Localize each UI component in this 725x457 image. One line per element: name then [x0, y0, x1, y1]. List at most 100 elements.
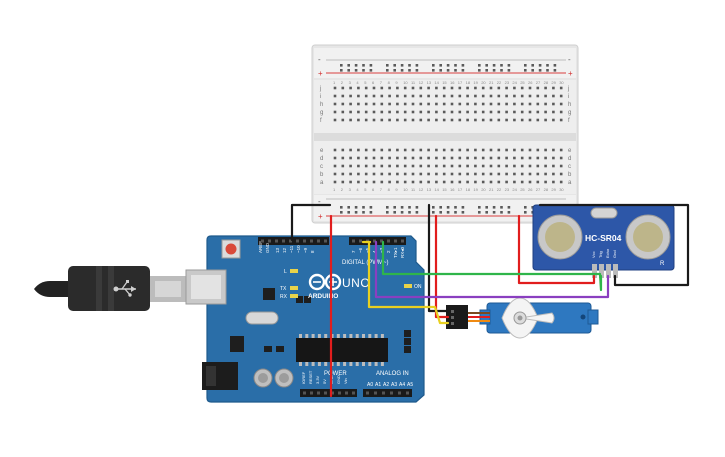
terminal-hole — [349, 86, 352, 90]
header-pin-socket[interactable] — [382, 391, 385, 395]
terminal-hole — [435, 164, 438, 168]
rail-hole — [386, 206, 389, 209]
pin-label-2: 2 — [386, 250, 391, 253]
rail-hole — [393, 64, 396, 67]
rail-hole — [439, 69, 442, 72]
terminal-hole — [497, 180, 501, 184]
header-pin-socket[interactable] — [268, 239, 271, 243]
wire-5v-to-sensor[interactable] — [517, 214, 596, 285]
terminal-hole — [520, 110, 524, 114]
usb-cable[interactable] — [34, 266, 186, 311]
header-analog[interactable] — [363, 389, 412, 397]
header-pin-socket[interactable] — [373, 239, 376, 243]
header-pin-socket[interactable] — [401, 239, 404, 243]
rail-hole — [446, 211, 450, 214]
wire-trig[interactable] — [381, 240, 603, 292]
wires[interactable] — [290, 203, 690, 398]
terminal-hole — [419, 94, 423, 98]
hc-sr04-ultrasonic-sensor[interactable]: HC-SR04 R Vcc Trig Echo Gnd — [532, 204, 675, 278]
terminal-hole — [458, 94, 462, 98]
terminal-hole — [372, 164, 376, 168]
header-pin-socket[interactable] — [296, 239, 299, 243]
column-label-bottom: 29 — [551, 187, 556, 192]
header-pin-socket[interactable] — [324, 391, 327, 395]
terminal-hole — [466, 148, 469, 152]
header-pin-socket[interactable] — [352, 239, 355, 243]
rail-hole — [354, 206, 358, 209]
header-pin-socket[interactable] — [374, 391, 377, 395]
header-pin-socket[interactable] — [331, 391, 334, 395]
rail-hole — [492, 211, 496, 214]
column-label-top: 8 — [388, 80, 391, 85]
rail-hole — [347, 64, 350, 67]
wire-gnd-to-servo[interactable] — [427, 203, 450, 313]
header-pin-socket[interactable] — [380, 239, 383, 243]
header-pin-socket[interactable] — [406, 391, 409, 395]
chip-leg — [336, 334, 340, 338]
column-label-bottom: 18 — [466, 187, 471, 192]
header-pin-socket[interactable] — [310, 391, 313, 395]
header-pin-socket[interactable] — [289, 239, 292, 243]
header-pin-socket[interactable] — [310, 239, 313, 243]
terminal-hole — [364, 156, 368, 160]
sensor-mark-label: R — [660, 261, 665, 267]
header-pin-socket[interactable] — [261, 239, 264, 243]
rail-hole — [507, 69, 511, 72]
servo-connector[interactable] — [446, 305, 468, 329]
wire-echo[interactable] — [374, 240, 610, 299]
header-pin-socket[interactable] — [275, 239, 278, 243]
header-pin-socket[interactable] — [387, 239, 390, 243]
header-pin-socket[interactable] — [303, 239, 306, 243]
top-rail-minus-label-right: - — [568, 55, 571, 64]
sensor-pin-gnd[interactable] — [613, 264, 618, 278]
terminal-hole — [411, 86, 415, 90]
wire-gnd-to-breadboard[interactable] — [290, 203, 332, 242]
servo-motor[interactable] — [446, 297, 599, 339]
column-label-bottom: 6 — [372, 187, 375, 192]
header-pin-socket[interactable] — [394, 239, 397, 243]
header-pin-socket[interactable] — [366, 391, 369, 395]
terminal-hole — [403, 164, 407, 168]
wire-5v-to-servo[interactable] — [434, 214, 450, 319]
sensor-model-label: HC-SR04 — [585, 233, 622, 243]
analog-pins-section-label: ANALOG IN — [376, 371, 409, 377]
sensor-pin-vcc[interactable] — [592, 264, 597, 278]
terminal-hole — [474, 102, 477, 106]
terminal-hole — [388, 148, 391, 152]
terminal-hole — [505, 148, 508, 152]
header-pin-socket[interactable] — [390, 391, 393, 395]
terminal-hole — [357, 156, 360, 160]
reset-button[interactable] — [225, 243, 237, 255]
header-pin-socket[interactable] — [345, 391, 348, 395]
header-pin-socket[interactable] — [282, 239, 285, 243]
column-label-bottom: 28 — [544, 187, 549, 192]
terminal-hole — [544, 118, 547, 122]
chip-leg — [380, 362, 384, 366]
header-power[interactable] — [300, 389, 357, 397]
sensor-pin-trig[interactable] — [599, 264, 604, 278]
terminal-hole — [466, 94, 469, 98]
header-pin-socket[interactable] — [359, 239, 362, 243]
header-aref-gnd-13-8[interactable] — [258, 237, 329, 245]
rail-hole — [369, 64, 373, 67]
row-label-left: g — [320, 110, 323, 116]
arduino-uno-board[interactable]: L TX RX ON ARDUINO UNO DIGITAL (PWM~) AN… — [185, 235, 425, 403]
header-pin-socket[interactable] — [338, 391, 341, 395]
rail-hole — [524, 206, 527, 209]
wire-servo-signal[interactable] — [367, 240, 450, 325]
header-pin-socket[interactable] — [352, 391, 355, 395]
header-pin-socket[interactable] — [324, 239, 327, 243]
column-label-bottom: 27 — [536, 187, 541, 192]
terminal-hole — [435, 110, 438, 114]
header-digital-7-0[interactable] — [349, 237, 406, 245]
chip-leg — [324, 334, 328, 338]
terminal-hole — [341, 148, 345, 152]
header-pin-socket[interactable] — [303, 391, 306, 395]
sensor-pin-echo[interactable] — [606, 264, 611, 278]
header-pin-socket[interactable] — [398, 391, 401, 395]
wire-gnd-to-sensor[interactable] — [538, 203, 690, 287]
header-pin-socket[interactable] — [317, 239, 320, 243]
header-pin-socket[interactable] — [317, 391, 320, 395]
terminal-hole — [544, 156, 547, 160]
